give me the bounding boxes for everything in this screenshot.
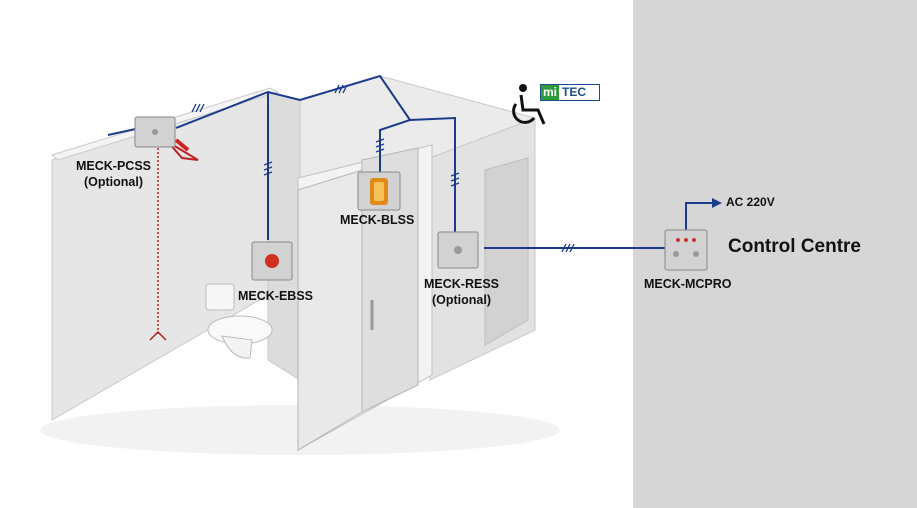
meck-blss-device (357, 171, 401, 211)
mitec-logo: mi TEC (540, 84, 600, 101)
middle-partition (267, 91, 301, 381)
ress-label: MECK-RESS (Optional) (424, 276, 499, 308)
pull-cord-handle-icon (167, 141, 199, 161)
meck-pcss-device (134, 116, 176, 148)
ebss-label: MECK-EBSS (238, 289, 314, 303)
meck-ress-device (437, 231, 479, 269)
pcss-label: MECK-PCSS (Optional) (76, 158, 151, 190)
logo-part1: mi (541, 85, 560, 100)
blss-label: MECK-BLSS (340, 213, 415, 227)
logo-part2: TEC (562, 85, 587, 99)
pull-cord-tassel-icon (149, 330, 167, 341)
meck-mcpro-device (664, 229, 708, 271)
toilet-icon (205, 283, 273, 359)
meck-ebss-device (251, 241, 293, 281)
pcss-name: MECK-PCSS (76, 159, 152, 173)
cable-ticks (191, 84, 575, 253)
pcss-optional: (Optional) (84, 175, 144, 189)
wheelchair-icon (512, 84, 546, 125)
open-door (297, 169, 363, 451)
ress-optional: (Optional) (432, 293, 492, 307)
ac-supply-label: AC 220V (726, 195, 775, 209)
mcpro-label: MECK-MCPRO (644, 277, 732, 291)
ac-arrow-icon (712, 198, 722, 208)
right-door-frame (484, 157, 529, 346)
ress-name: MECK-RESS (424, 277, 500, 291)
control-centre-title: Control Centre (728, 236, 861, 257)
